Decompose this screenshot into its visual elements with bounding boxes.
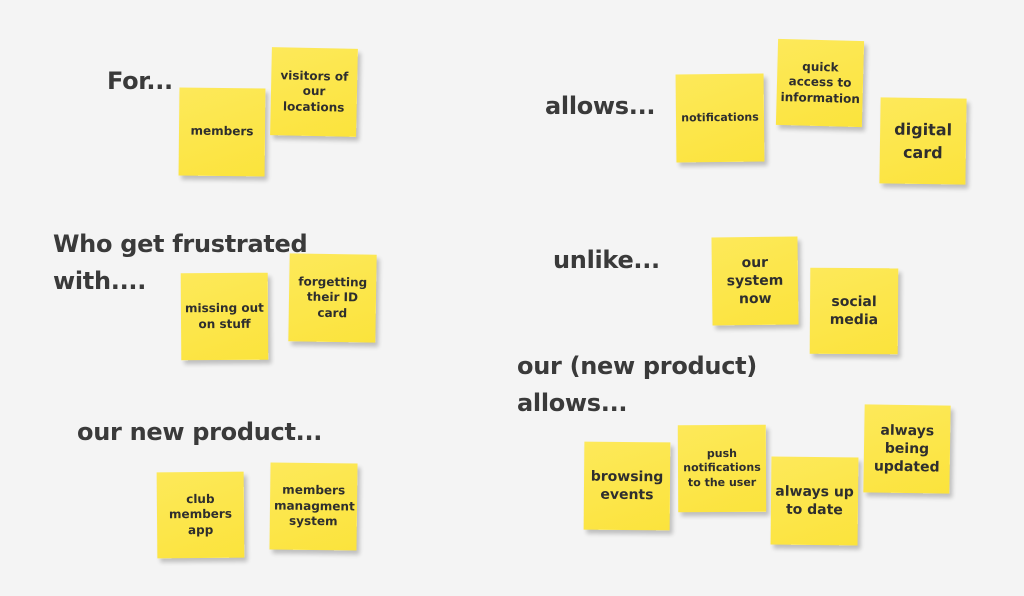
heading-unlike: unlike... [553, 246, 660, 274]
sticky-note-quick-access[interactable]: quick access to information [775, 38, 865, 128]
sticky-note-text: visitors of our locations [280, 67, 349, 115]
sticky-note-our-system-now[interactable]: our system now [711, 236, 799, 326]
heading-who-line-2: with.... [53, 267, 147, 295]
sticky-note-visitors[interactable]: visitors of our locations [270, 47, 358, 137]
heading-for: For... [107, 67, 173, 95]
sticky-note-social-media[interactable]: social media [809, 267, 899, 355]
sticky-note-push-notifications[interactable]: push notifications to the user [677, 424, 767, 513]
sticky-note-always-being-updated[interactable]: always being updated [863, 404, 951, 494]
sticky-note-text: missing out on stuff [184, 300, 264, 331]
sticky-note-browsing-events[interactable]: browsing events [583, 441, 671, 531]
sticky-note-text: forgetting their ID card [298, 274, 368, 321]
heading-who-get-frustrated: Who get frustrated with.... [53, 226, 308, 300]
sticky-note-text: our system now [726, 254, 784, 308]
sticky-note-members-management[interactable]: members managment system [269, 462, 358, 551]
sticky-note-forgetting-id[interactable]: forgetting their ID card [288, 253, 377, 343]
sticky-note-members[interactable]: members [178, 87, 266, 177]
sticky-note-text: club members app [168, 491, 233, 537]
heading-allows: allows... [545, 92, 656, 120]
sticky-note-text: members [190, 123, 254, 139]
heading-our-new-product: our new product... [77, 418, 323, 446]
sticky-note-club-members-app[interactable]: club members app [156, 471, 245, 559]
sticky-note-text: members managment system [273, 482, 355, 529]
sticky-note-text: browsing events [590, 468, 664, 504]
sticky-note-digital-card[interactable]: digital card [879, 97, 967, 185]
sticky-note-text: always being updated [873, 422, 940, 476]
sticky-note-text: social media [829, 293, 879, 329]
sticky-note-notifications[interactable]: notifications [675, 73, 765, 163]
sticky-note-missing-out[interactable]: missing out on stuff [180, 272, 269, 361]
sticky-note-text: digital card [894, 119, 953, 163]
heading-who-line-1: Who get frustrated [53, 230, 308, 258]
sticky-note-always-up-to-date[interactable]: always up to date [770, 456, 859, 546]
sticky-note-text: quick access to information [780, 59, 861, 106]
heading-allows-line-1: our (new product) [517, 352, 757, 380]
sticky-note-text: push notifications to the user [683, 446, 761, 489]
heading-our-new-product-allows: our (new product) allows... [517, 348, 757, 422]
sticky-note-text: always up to date [775, 483, 854, 519]
heading-allows-line-2: allows... [517, 389, 628, 417]
sticky-note-text: notifications [681, 110, 759, 125]
